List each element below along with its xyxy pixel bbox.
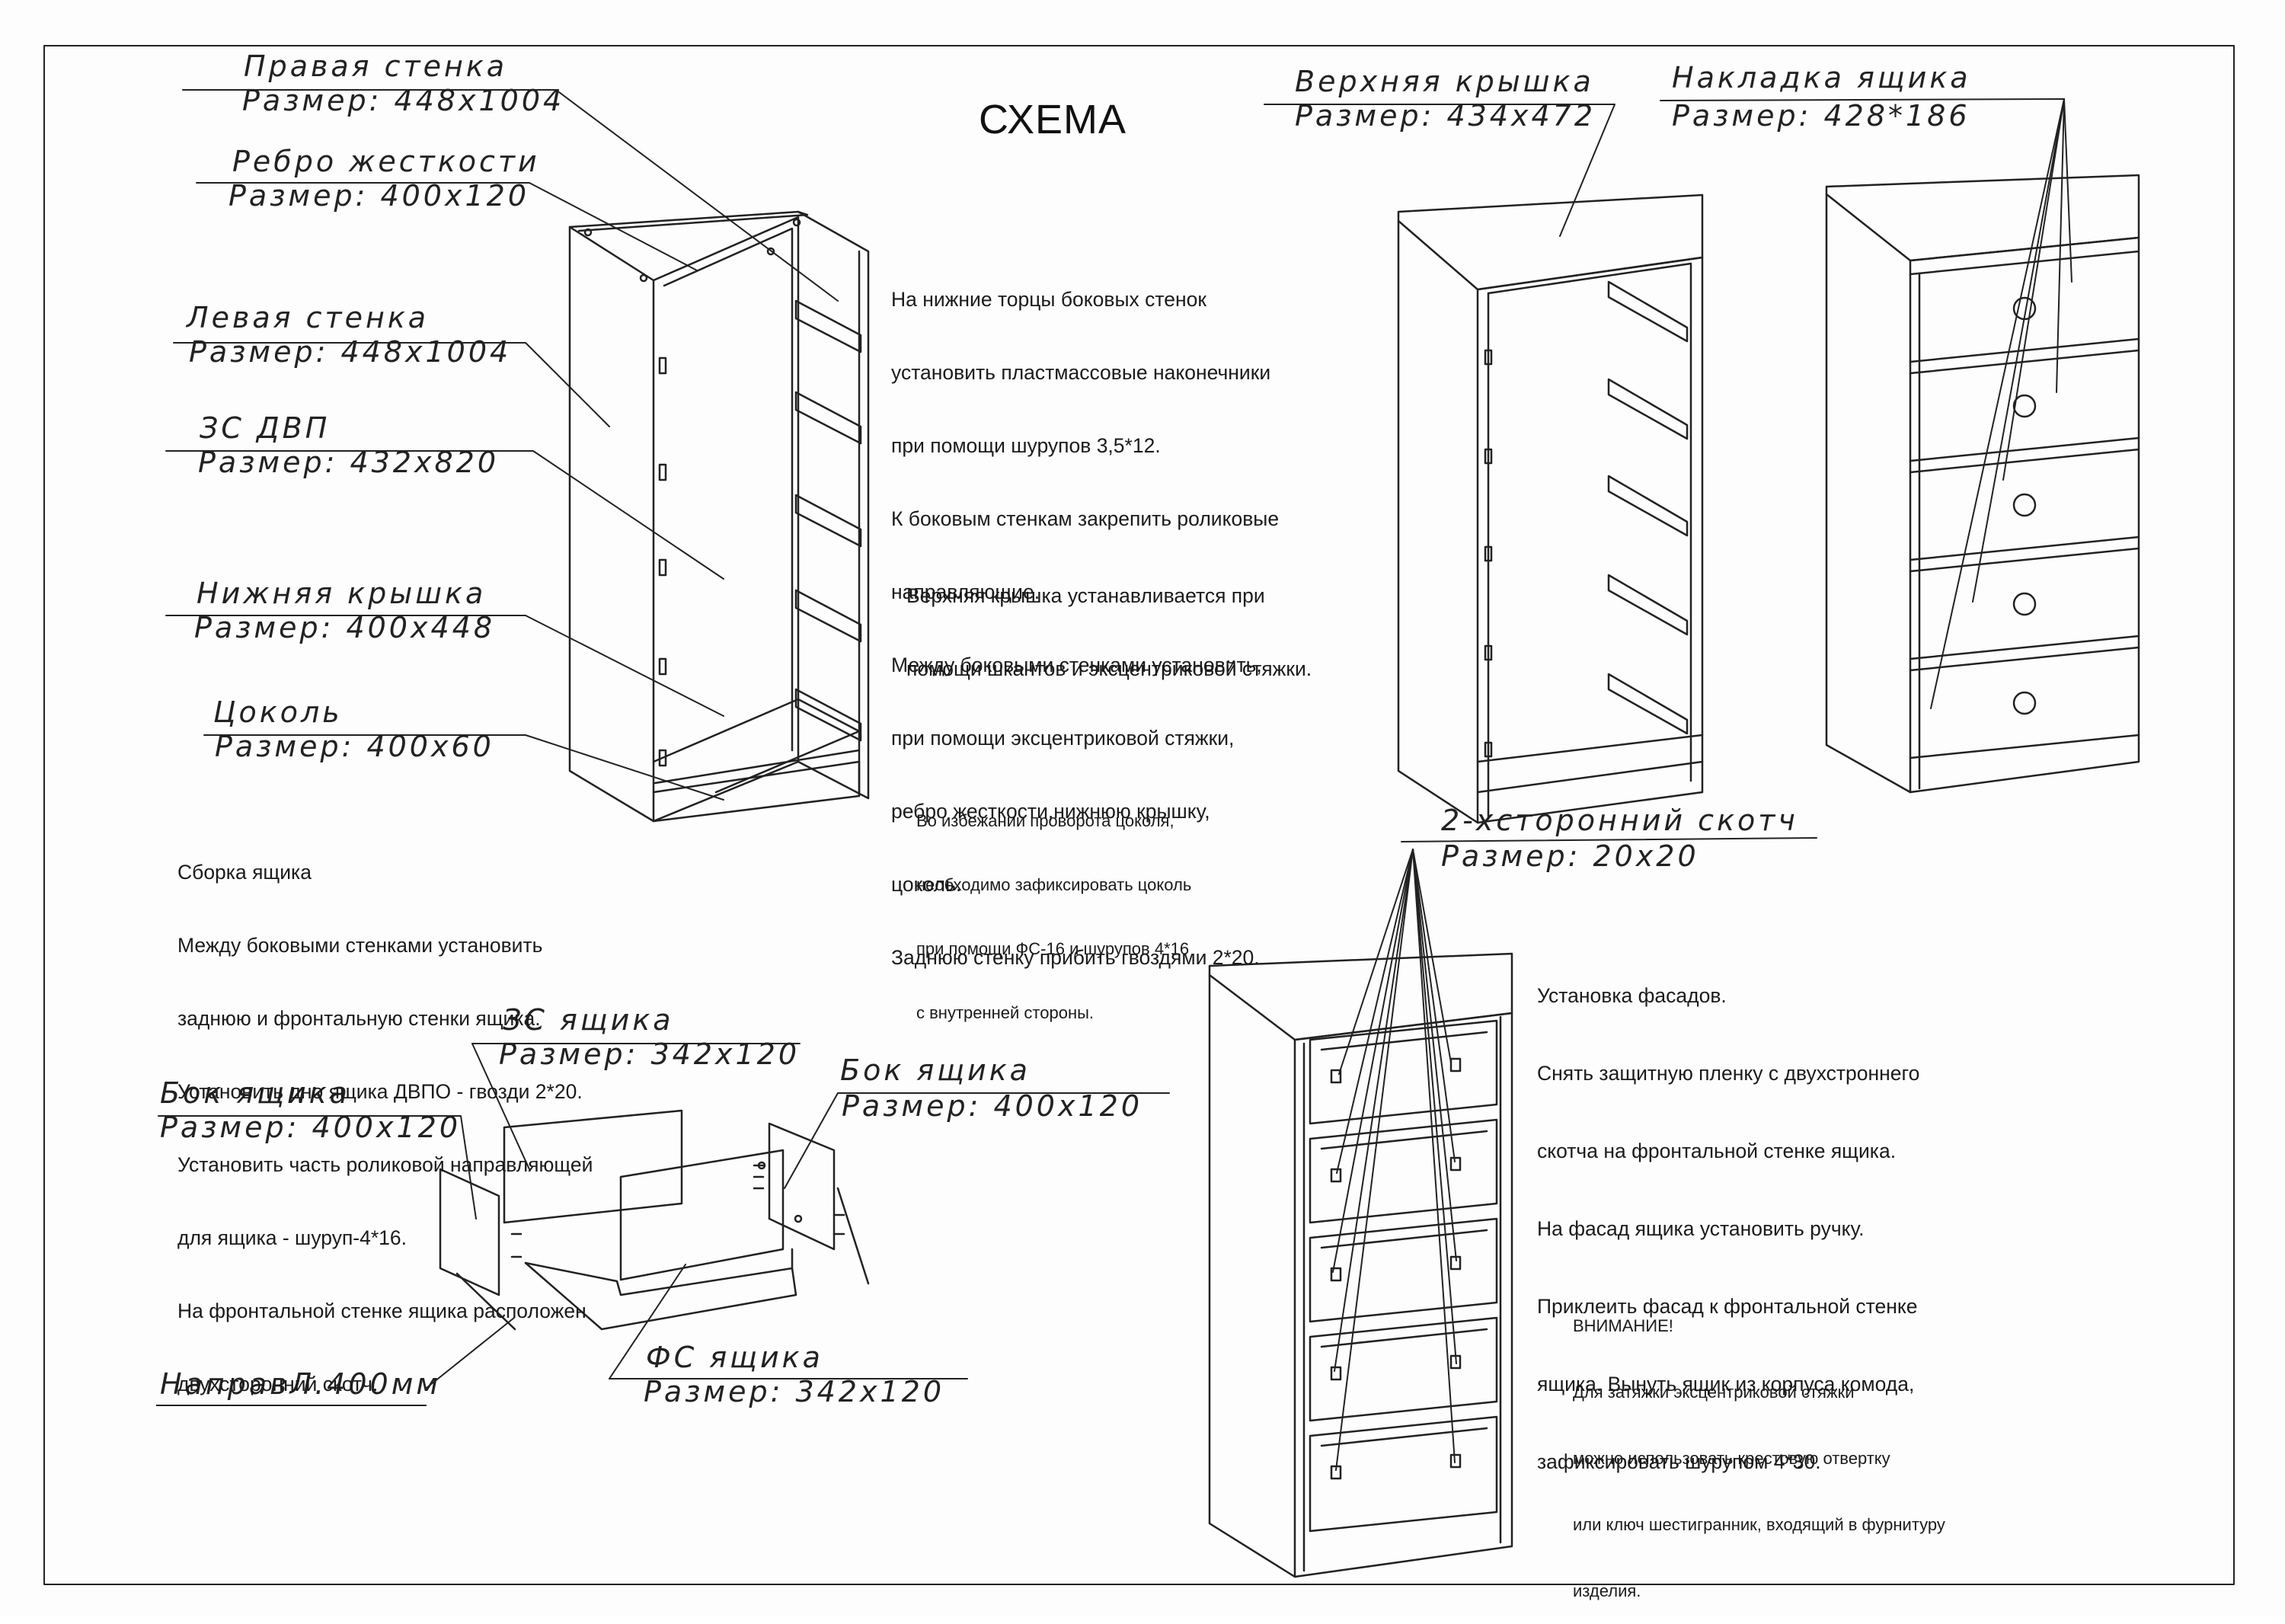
drawer-line: для ящика - шуруп-4*16. [177, 1226, 407, 1249]
size-plinth: Размер: 400х60 [215, 730, 494, 763]
size-back-panel: Размер: 432х820 [198, 446, 499, 479]
finished-chest-drawing [1825, 174, 2140, 794]
label-drawer-side-left: Бок ящика [160, 1076, 350, 1110]
size-drawer-overlay: Размер: 428*186 [1672, 99, 1970, 133]
size-left-wall: Размер: 448х1004 [189, 335, 511, 369]
carcass-with-top-drawing [1397, 193, 1704, 824]
size-drawer-side-left: Размер: 400х120 [160, 1111, 461, 1144]
label-drawer-front: ФС ящика [646, 1341, 823, 1374]
size-drawer-side-right: Размер: 400х120 [842, 1089, 1142, 1123]
plinth-line: при помощи ФС-16 и шурупов 4*16 [916, 939, 1190, 958]
label-rib: Ребро жесткости [232, 145, 540, 178]
drawer-exploded-drawing [439, 1109, 870, 1331]
drawer-line: Между боковыми стенками установить [177, 934, 543, 957]
drawer-line: Установить часть роликовой направляющей [177, 1153, 593, 1176]
warning-line: Для затяжки эксцентриковой стяжки [1573, 1383, 1855, 1402]
warning-line: или ключ шестигранник, входящий в фурнит… [1573, 1515, 1945, 1534]
label-drawer-side-right: Бок ящика [840, 1053, 1031, 1087]
assembly-line: направляющие. [891, 580, 1040, 603]
label-left-wall: Левая стенка [185, 301, 429, 334]
plinth-line: Во избежании проворота цоколя, [916, 811, 1174, 830]
chest-with-drawers-drawing [1208, 952, 1513, 1578]
top-line: помощи шкантов и эксцентриковой стяжки. [906, 657, 1312, 680]
drawer-assembly-instructions: Сборка ящика Между боковыми стенками уст… [177, 811, 593, 1421]
drawer-line: На фронтальной стенке ящика расположен [177, 1300, 586, 1322]
facade-line: На фасад ящика установить ручку. [1537, 1217, 1865, 1240]
plinth-line: с внутренней стороны. [916, 1003, 1095, 1022]
label-top-cover: Верхняя крышка [1295, 65, 1594, 98]
facade-line: ящика. Вынуть ящик из корпуса комода, [1537, 1373, 1915, 1395]
size-drawer-back: Размер: 342х120 [499, 1037, 800, 1071]
label-plinth: Цоколь [213, 695, 343, 729]
label-right-wall: Правая стенка [244, 50, 507, 83]
label-bottom-cover: Нижняя крышка [197, 577, 486, 610]
facade-line: зафиксировать шурупом 4*30. [1537, 1450, 1821, 1473]
facade-line: скотча на фронтальной стенке ящика. [1537, 1140, 1897, 1162]
assembly-line: На нижние торцы боковых стенок [891, 288, 1206, 311]
assembly-line: Между боковыми стенками установить, [891, 654, 1262, 676]
label-drawer-overlay: Накладка ящика [1672, 61, 1971, 94]
facade-line: Снять защитную пленку с двухстроннего [1537, 1062, 1920, 1085]
assembly-line: ребро жесткости,нижнюю крышку, [891, 800, 1210, 823]
warning-line: ВНИМАНИЕ! [1573, 1316, 1673, 1335]
assembly-line: К боковым стенкам закрепить роликовые [891, 507, 1280, 530]
warning-note: ВНИМАНИЕ! Для затяжки эксцентриковой стя… [1573, 1271, 1945, 1624]
label-guide: НаправЛ.400мм [160, 1367, 441, 1401]
carcass-exploded-drawing [568, 210, 870, 823]
drawer-line: Сборка ящика [177, 861, 312, 884]
drawer-line: заднюю и фронтальную стенки ящика. [177, 1007, 541, 1030]
top-line: Верхняя крышка устанавливается при [906, 584, 1265, 607]
warning-line: можно использовать крестовую отвертку [1573, 1449, 1890, 1468]
size-right-wall: Размер: 448х1004 [242, 84, 564, 117]
size-tape: Размер: 20х20 [1441, 839, 1699, 873]
label-back-panel: ЗС ДВП [200, 411, 330, 445]
leader-lines [158, 89, 2072, 1471]
size-drawer-front: Размер: 342х120 [644, 1375, 944, 1408]
facade-line: Приклеить фасад к фронтальной стенке [1537, 1295, 1918, 1318]
drawer-line: двухсторонний скотч. [177, 1373, 379, 1395]
assembly-line: цоколь. [891, 873, 962, 896]
assembly-line: при помощи эксцентриковой стяжки, [891, 727, 1235, 750]
warning-line: изделия. [1573, 1581, 1641, 1600]
size-bottom-cover: Размер: 400х448 [194, 611, 495, 644]
page-title: СХЕМА [979, 97, 1127, 142]
size-rib: Размер: 400х120 [228, 179, 529, 213]
top-cover-instructions: Верхняя крышка устанавливается при помощ… [906, 535, 1312, 705]
facade-line: Установка фасадов. [1537, 984, 1727, 1007]
drawer-line: Установить дно ящика ДВПО - гвозди 2*20. [177, 1080, 583, 1103]
size-top-cover: Размер: 434х472 [1295, 99, 1596, 133]
label-tape: 2-хсторонний скотч [1441, 804, 1798, 837]
assembly-line: Заднюю стенку прибить гвоздями 2*20. [891, 946, 1260, 969]
plinth-note: Во избежании проворота цоколя, необходим… [916, 768, 1191, 1045]
plinth-line: необходимо зафиксировать цоколь [916, 875, 1192, 894]
label-drawer-back: ЗС ящика [503, 1003, 674, 1037]
page-frame [43, 45, 2235, 1585]
assembly-line: установить пластмассовые наконечники [891, 361, 1271, 384]
assembly-instructions: На нижние торцы боковых стенок установит… [891, 238, 1279, 994]
facade-instructions: Установка фасадов. Снять защитную пленку… [1537, 931, 1919, 1501]
assembly-line: при помощи шурупов 3,5*12. [891, 434, 1161, 457]
